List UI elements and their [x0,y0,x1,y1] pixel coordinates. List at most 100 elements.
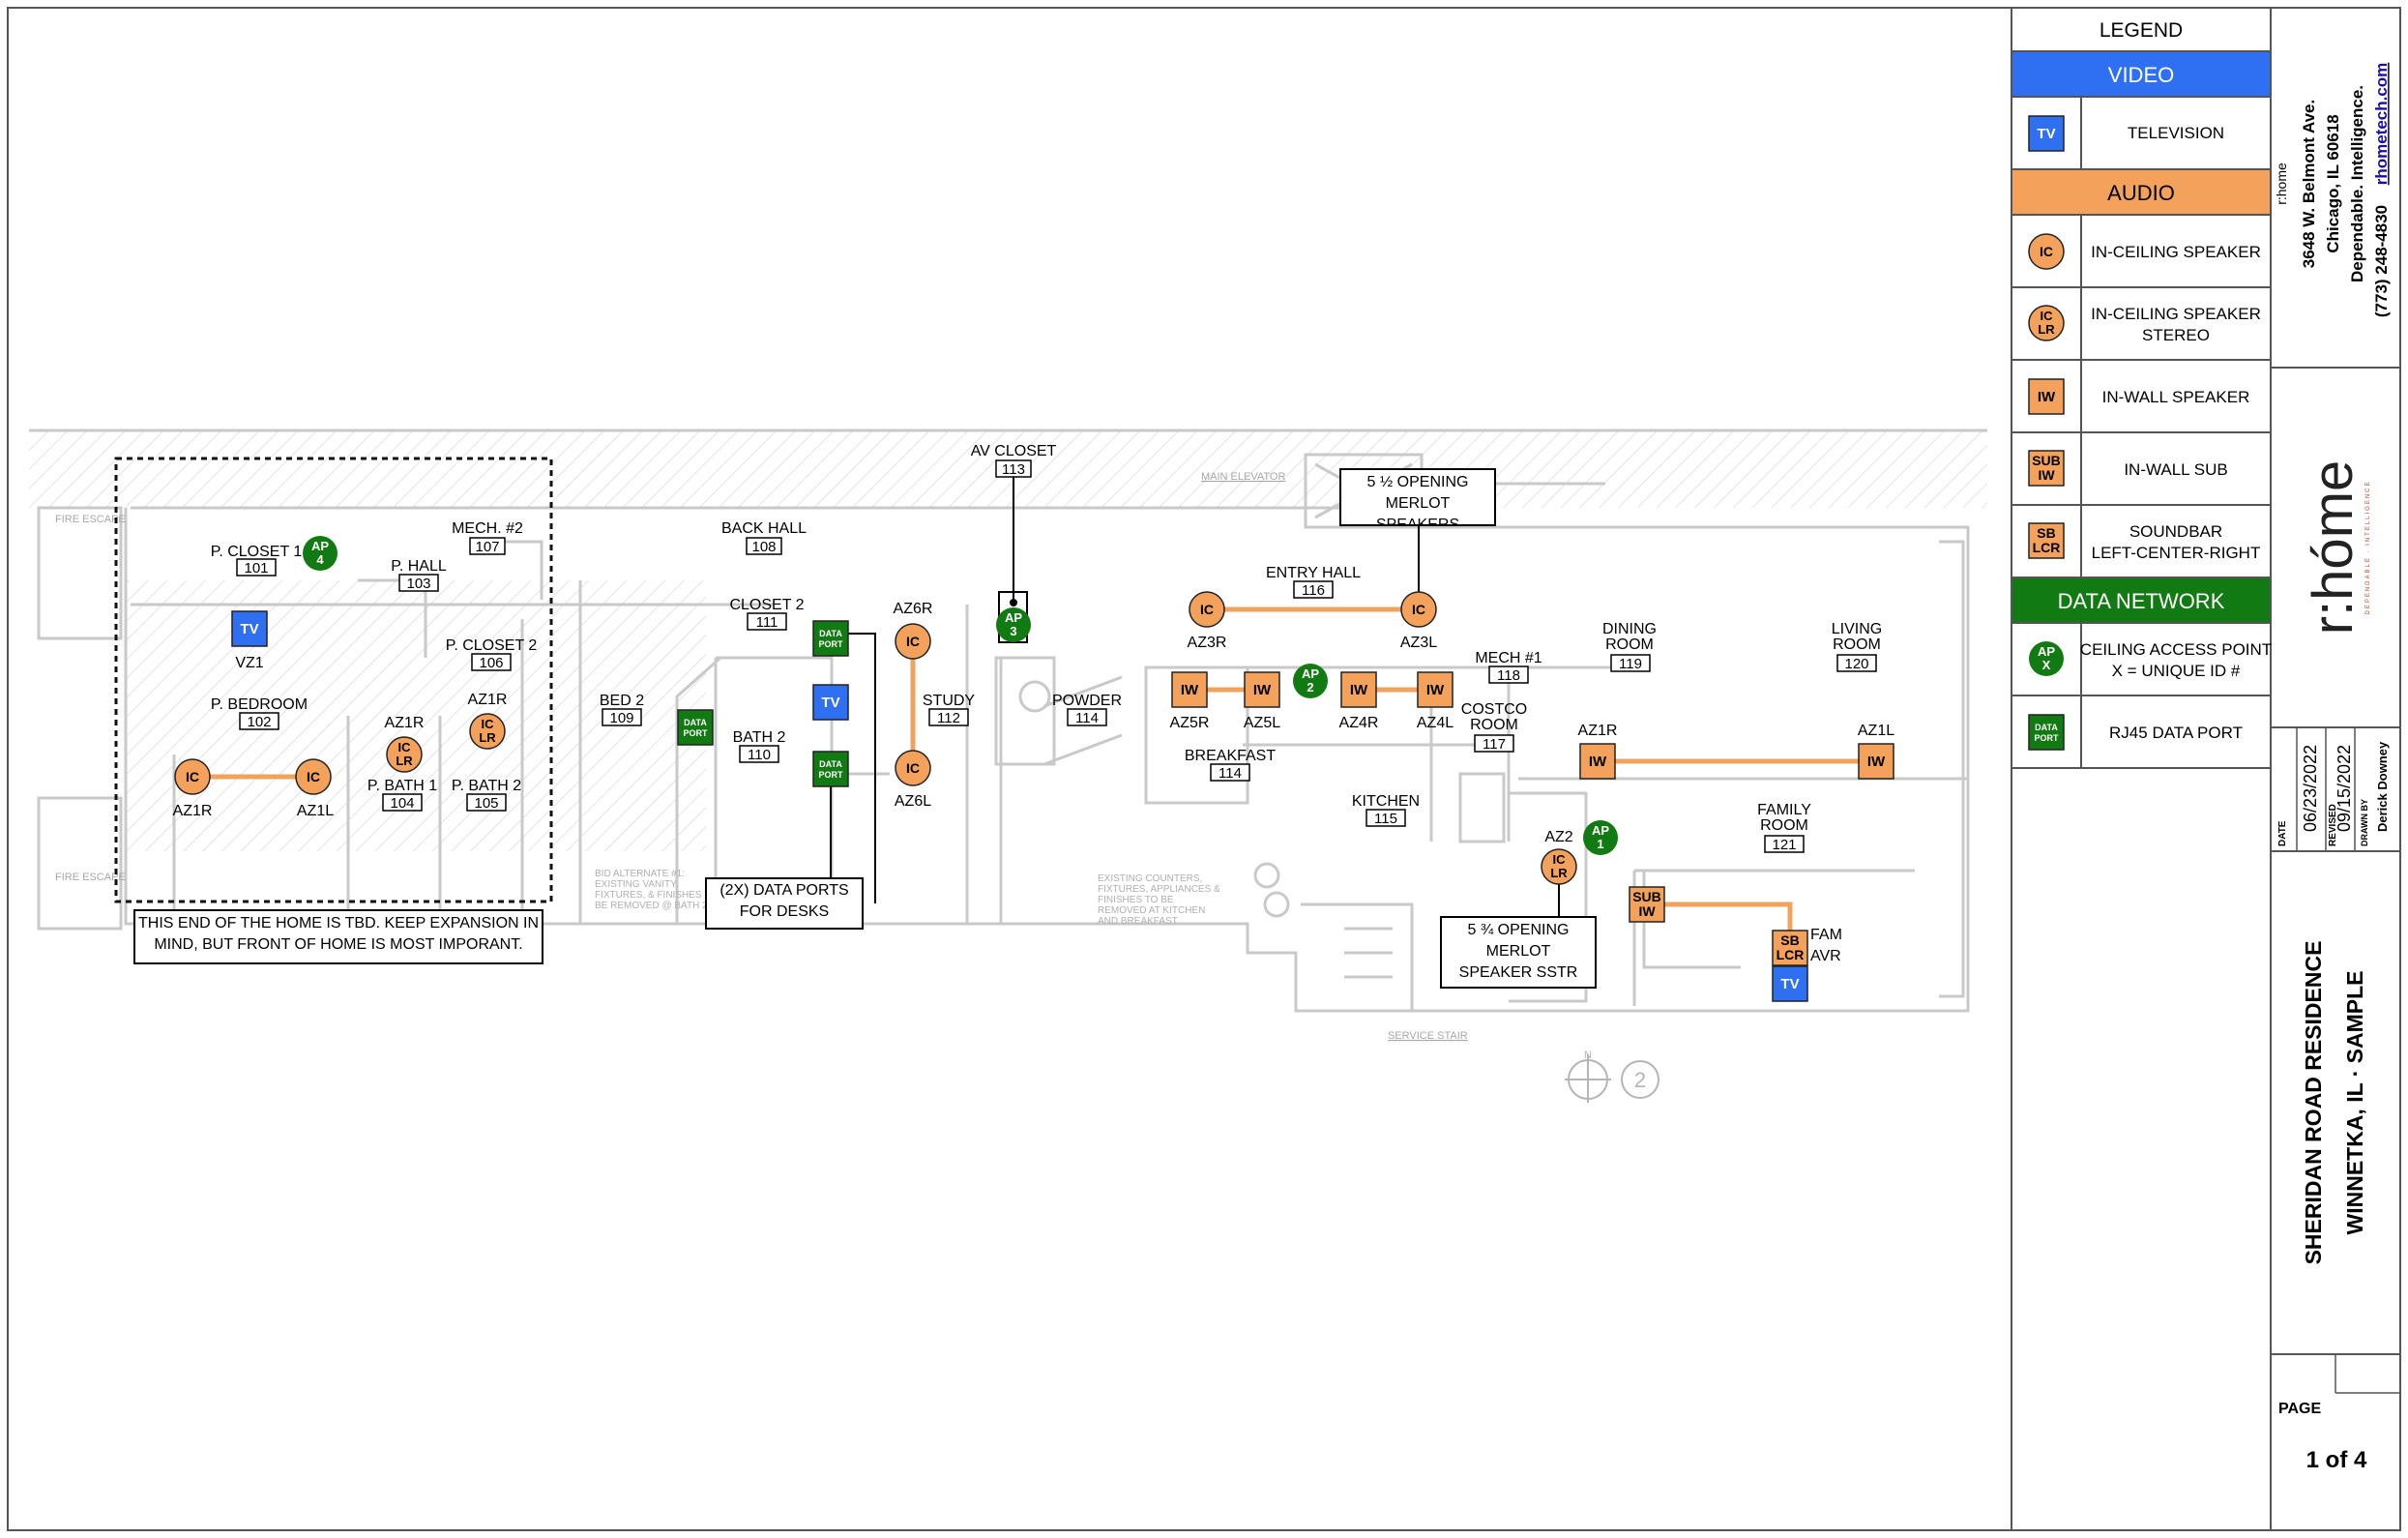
room-kitchen: KITCHEN 115 [1352,793,1420,827]
svg-text:X: X [2042,658,2051,672]
svg-text:IN-CEILING SPEAKER: IN-CEILING SPEAKER [2091,305,2261,323]
legend-row-in-wall-speaker: IW IN-WALL SPEAKER [2012,360,2271,433]
svg-text:LR: LR [396,754,413,768]
legend-data-port-icon [2028,714,2065,751]
label-az5l: AZ5L [1244,715,1280,731]
legend-sub-iw-icon [2028,450,2065,487]
svg-text:LR: LR [1550,866,1568,880]
sheet-reference-number: 2 [1634,1068,1646,1092]
label-az3r: AZ3R [1188,635,1227,651]
legend-row-in-wall-sub: SUB IW IN-WALL SUB [2012,432,2271,506]
svg-text:SB: SB [2037,525,2055,541]
label-fam-avr: FAM AVR [1810,927,1842,964]
svg-text:1: 1 [1597,837,1603,851]
legend-tv-icon [2028,115,2065,152]
label-az3l: AZ3L [1400,635,1437,651]
legend-network-header [2012,578,2270,623]
legend-row-access-point: AP X CEILING ACCESS POINT X = UNIQUE ID … [2012,622,2272,696]
svg-text:DATA NETWORK: DATA NETWORK [2058,589,2225,613]
label-az6r: AZ6R [894,601,933,617]
svg-text:IW: IW [1426,682,1445,698]
room-p-bath-1: P. BATH 1 104 [367,778,437,812]
fire-escape-label-1: FIRE ESCAPE [55,514,126,525]
svg-text:119: 119 [1619,656,1642,672]
svg-text:P. CLOSET 2: P. CLOSET 2 [446,637,538,654]
data-ports-note-text: (2X) DATA PORTS FOR DESKS [719,882,849,920]
svg-text:IN-WALL SUB: IN-WALL SUB [2124,460,2227,479]
svg-text:112: 112 [937,710,960,726]
svg-text:114: 114 [1219,765,1242,782]
svg-text:107: 107 [475,539,499,555]
tbd-region-outline [114,457,553,903]
television-icons: TV TV TV [231,610,1808,1002]
merlot-entry-note-box [1339,468,1496,526]
svg-text:PORT: PORT [683,728,708,738]
svg-text:IW: IW [1253,682,1272,698]
label-az2: AZ2 [1544,829,1572,845]
tv-family-room-icon: TV [1772,965,1808,1002]
svg-text:P. CLOSET 1: P. CLOSET 1 [211,544,303,560]
svg-text:P. BATH 2: P. BATH 2 [452,778,521,794]
svg-text:IC: IC [906,760,920,776]
legend-video-header [2012,52,2270,97]
access-point-2-icon: AP2 [1293,664,1328,698]
svg-text:RJ45 DATA PORT: RJ45 DATA PORT [2109,724,2243,742]
svg-text:AP: AP [1592,823,1609,838]
north-arrow-icon [1565,1054,1659,1103]
label-vz1: VZ1 [235,655,263,671]
svg-text:121: 121 [1772,837,1796,853]
in-ceiling-speaker-az1l-icon: IC [295,758,332,795]
company-logo-subtext: DEPENDABLE · INTELLIGENCE [2365,480,2371,614]
label-family-az1l: AZ1L [1858,723,1894,739]
tv-vz1-icon: TV [231,610,268,647]
in-ceiling-speaker-az6r-icon: IC [895,623,931,660]
svg-text:IC: IC [398,740,412,754]
tbd-note-box [133,909,543,964]
room-p-closet-1: P. CLOSET 1 101 [211,544,303,577]
svg-text:SUB: SUB [1632,889,1661,904]
in-wall-az4l-icon: IW [1417,671,1454,708]
svg-text:POWDER: POWDER [1052,693,1122,709]
room-dining-room: DINING ROOM 119 [1602,622,1657,672]
label-az4l: AZ4L [1417,715,1454,731]
svg-text:IW: IW [1589,754,1607,770]
service-stair-label: SERVICE STAIR [1388,1030,1468,1042]
legend-row-in-ceiling-speaker: IC IN-CEILING SPEAKER [2012,214,2271,288]
merlot-sstr-note-text: 5 ¾ OPENING MERLOT SPEAKER SSTR [1458,922,1578,981]
drawn-by-value: Derick Downey [2375,741,2390,832]
svg-text:IC: IC [307,769,320,784]
access-point-3-icon: AP3 [996,607,1031,642]
legend-ic-lr-icon [2028,305,2065,341]
svg-text:VIDEO: VIDEO [2108,63,2174,87]
room-bed-2: BED 2 109 [600,693,644,726]
company-website-link[interactable]: rhometech.com [2372,63,2391,186]
room-mech-2: MECH. #2 107 [452,520,523,555]
svg-text:IW: IW [2038,389,2056,405]
svg-text:IW: IW [1638,903,1656,919]
svg-text:LEFT-CENTER-RIGHT: LEFT-CENTER-RIGHT [2092,544,2261,562]
svg-text:TV: TV [240,621,258,637]
in-wall-az5l-icon: IW [1244,671,1280,708]
legend-row-data-port: DATA PORT RJ45 DATA PORT [2012,695,2271,769]
svg-text:114: 114 [1075,710,1099,726]
device-labels: VZ1 AZ1R AZ1L AZ1R AZ1R AZ6R AZ6L AZ3R A… [173,601,1895,845]
north-label: N [1584,1050,1592,1061]
svg-text:118: 118 [1497,667,1520,684]
svg-text:DATA: DATA [684,718,707,727]
merlot-sstr-note-box [1440,916,1597,989]
svg-text:116: 116 [1302,582,1325,599]
drawn-by-label: DRAWN BY [2360,799,2369,846]
page-label: PAGE [2278,1401,2321,1417]
room-p-bath-2: P. BATH 2 105 [452,778,521,812]
svg-text:110: 110 [748,747,771,763]
room-entry-hall: ENTRY HALL 116 [1266,565,1361,599]
sheet-border [7,7,2401,1531]
in-ceiling-speaker-az3l-icon: IC [1400,591,1437,628]
svg-text:MECH #1: MECH #1 [1475,650,1542,666]
access-point-icons: AP4 AP3 AP2 AP1 [303,536,1618,855]
